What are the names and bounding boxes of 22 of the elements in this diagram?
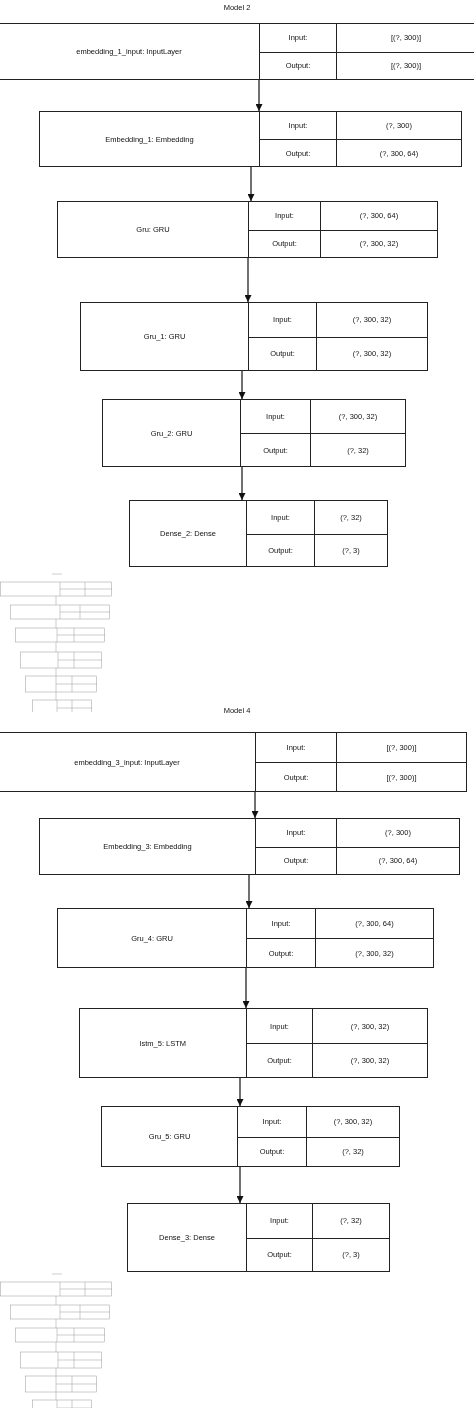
arrow: [245, 874, 253, 909]
arrow: [238, 466, 246, 501]
arrow: [255, 79, 263, 112]
arrow: [236, 1166, 244, 1204]
layer-box: [57, 908, 434, 968]
arrow: [242, 967, 250, 1009]
layer-box: [80, 302, 428, 371]
arrow: [251, 791, 259, 819]
layer-box: [39, 818, 460, 875]
layer-box: [0, 23, 474, 80]
layer-box: [57, 201, 438, 258]
layer-box: [101, 1106, 400, 1167]
layer-box: [39, 111, 462, 167]
layer-box: [127, 1203, 390, 1272]
arrow: [247, 166, 255, 202]
layer-box: [129, 500, 388, 567]
arrow: [238, 370, 246, 400]
arrow: [236, 1077, 244, 1107]
layer-box: [0, 732, 467, 792]
arrow: [244, 257, 252, 303]
layer-box: [79, 1008, 428, 1078]
layer-box: [102, 399, 406, 467]
